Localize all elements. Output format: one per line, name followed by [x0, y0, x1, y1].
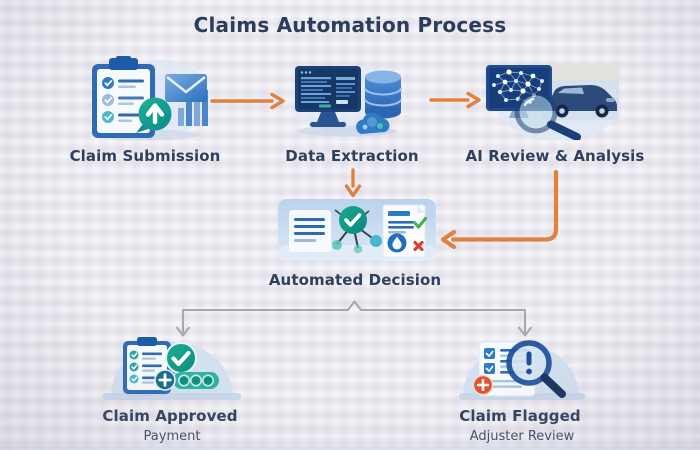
- arrowhead-icon: [175, 326, 191, 337]
- ai-review-icon: [486, 65, 620, 140]
- decision-tree-icon: [332, 206, 382, 254]
- payment-coins-icon: [154, 369, 219, 391]
- node-label-claim-approved: Claim Approved: [102, 407, 238, 425]
- alert-magnifier-icon: [506, 340, 566, 398]
- claim-approved-icon: [103, 337, 241, 400]
- envelope-icon: [165, 74, 207, 102]
- node-label-data-extraction: Data Extraction: [285, 147, 419, 165]
- flag-plus-icon: [472, 374, 494, 396]
- node-sublabel-adjuster-review: Adjuster Review: [469, 429, 575, 444]
- car-photo-icon: [542, 65, 619, 120]
- upload-arrow-icon: [136, 97, 172, 133]
- node-label-claim-submission: Claim Submission: [69, 147, 221, 165]
- data-extraction-icon: [293, 64, 402, 137]
- diagram-title: Claims Automation Process: [193, 13, 507, 37]
- x-icon: [413, 240, 424, 252]
- arrowhead-icon: [517, 326, 533, 337]
- drop-icon: [392, 236, 402, 250]
- node-label-claim-flagged: Claim Flagged: [459, 407, 581, 425]
- arrow-aireview-to-decision: [450, 169, 559, 242]
- arrowhead-icon: [440, 229, 457, 250]
- magnifier-icon: [514, 90, 581, 140]
- claim-submission-icon: [92, 56, 209, 141]
- document-icon: [289, 210, 331, 252]
- bottom-edge-strip: [0, 446, 700, 450]
- verdict-document-icon: [382, 204, 428, 258]
- branch-decision-to-outcomes: [182, 300, 526, 333]
- node-label-automated-decision: Automated Decision: [268, 271, 442, 289]
- automated-decision-icon: [278, 199, 436, 261]
- cloud-icon: [356, 112, 390, 134]
- check-icon: [413, 216, 428, 229]
- database-icon: [364, 70, 402, 119]
- arrowhead-icon: [270, 92, 285, 110]
- monitor-icon: [295, 66, 361, 127]
- arrowhead-icon: [344, 184, 362, 198]
- node-sublabel-payment: Payment: [143, 429, 201, 444]
- bar-chart-icon: [178, 90, 208, 126]
- clipboard-checklist-icon: [92, 56, 155, 138]
- node-label-ai-review: AI Review & Analysis: [465, 147, 645, 165]
- claim-flagged-icon: [459, 340, 585, 400]
